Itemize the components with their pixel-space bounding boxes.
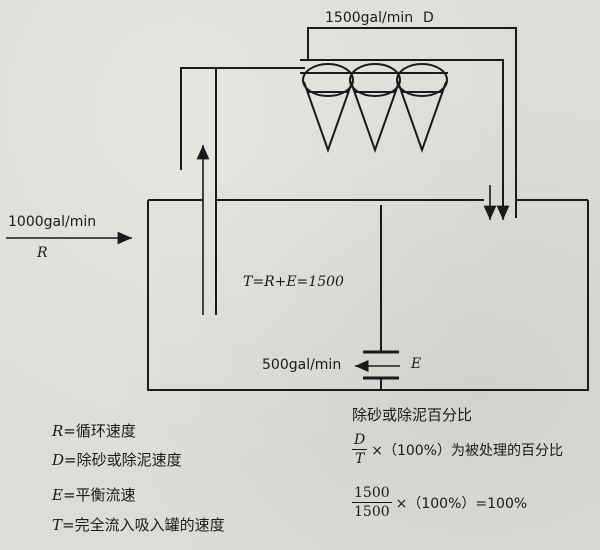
formula-2: 1500 1500 ×（100%）=100% [352,484,527,521]
formula-2-rest: ×（100%）=100% [395,495,528,512]
overflow-pipe-inner [448,59,504,218]
overflow-pipe [307,27,517,218]
top-flow-letter: D [423,10,434,26]
hydrocyclone-3 [396,63,448,154]
input-flow-label: 1000gal/min [8,214,97,230]
legend-d: D=除砂或除泥速度 [52,451,182,469]
equation-label: T=R+E=1500 [243,274,344,290]
fraction-d-over-t: D T [352,432,368,467]
legend-e: E=平衡流速 [52,486,136,504]
formula-title: 除砂或除泥百分比 [352,406,473,424]
top-flow-label: 1500gal/min [325,10,414,26]
feed-pipe-inner [180,67,300,170]
legend-t: T=完全流入吸入罐的速度 [52,516,225,534]
hydrocyclone-1 [302,63,354,154]
input-letter: R [37,245,48,261]
formula-1: D T ×（100%）为被处理的百分比 [352,431,563,468]
legend-r: R=循环速度 [52,422,136,440]
fraction-1500-over-1500: 1500 1500 [352,485,392,520]
eq-flow-label: 500gal/min [262,357,342,373]
eq-letter: E [411,356,422,372]
formula-1-rest: ×（100%）为被处理的百分比 [371,442,563,459]
hydrocyclone-2 [349,63,401,154]
tank-outline [147,200,589,391]
